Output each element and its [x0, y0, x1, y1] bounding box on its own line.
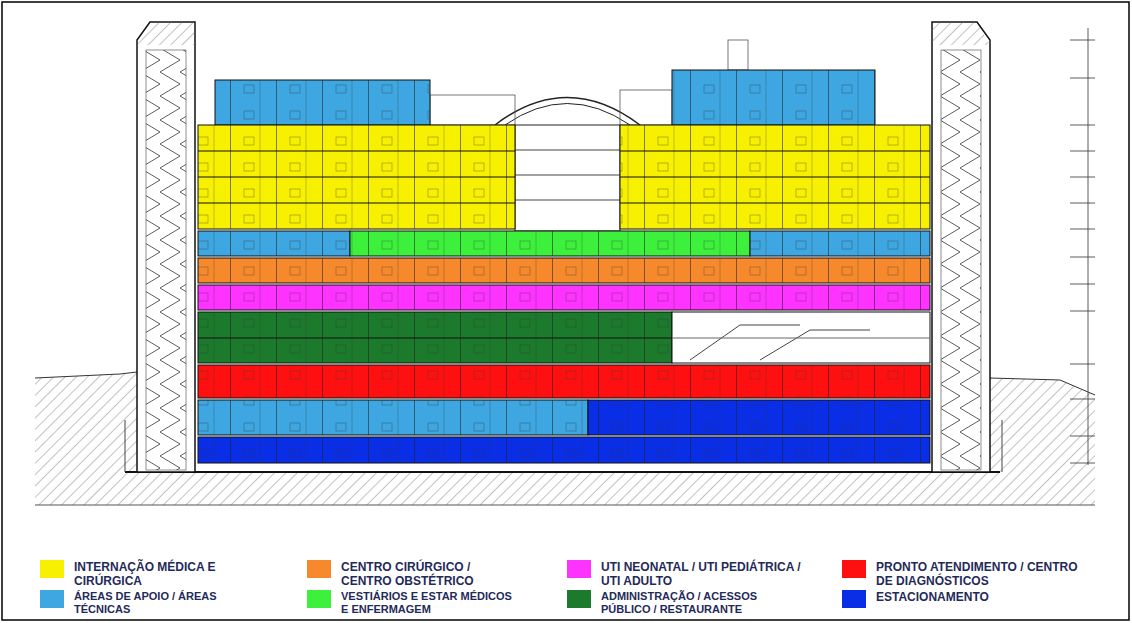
legend-label: ESTACIONAMENTO — [876, 590, 1087, 604]
legend-swatch — [40, 590, 64, 608]
legend-entry: VESTIÁRIOS E ESTAR MÉDICOS E ENFERMAGEM — [307, 590, 522, 616]
legend-label: UTI NEONATAL / UTI PEDIÁTRICA / UTI ADUL… — [601, 560, 807, 588]
legend-entry: INTERNAÇÃO MÉDICA E CIRÚRGICA — [40, 560, 250, 588]
legend-swatch — [307, 590, 331, 608]
legend-entry: CENTRO CIRÚRGICO / CENTRO OBSTÉTRICO — [307, 560, 522, 588]
legend-entry: UTI NEONATAL / UTI PEDIÁTRICA / UTI ADUL… — [567, 560, 807, 588]
legend-label: INTERNAÇÃO MÉDICA E CIRÚRGICA — [74, 560, 250, 588]
legend-swatch — [307, 560, 331, 578]
legend-label: ADMINISTRAÇÃO / ACESSOS PÚBLICO / RESTAU… — [601, 590, 807, 616]
floor-bands — [198, 70, 930, 463]
room-grid — [198, 70, 930, 463]
legend-swatch — [567, 560, 591, 578]
legend-swatch — [567, 590, 591, 608]
legend-entry: ADMINISTRAÇÃO / ACESSOS PÚBLICO / RESTAU… — [567, 590, 807, 616]
legend-label: CENTRO CIRÚRGICO / CENTRO OBSTÉTRICO — [341, 560, 522, 588]
stair-tower — [125, 22, 1002, 472]
legend-entry: ÁREAS DE APOIO / ÁREAS TÉCNICAS — [40, 590, 250, 616]
legend-entry: PRONTO ATENDIMENTO / CENTRO DE DIAGNÓSTI… — [842, 560, 1087, 588]
legend-label: VESTIÁRIOS E ESTAR MÉDICOS E ENFERMAGEM — [341, 590, 522, 616]
legend-swatch — [842, 590, 866, 608]
floor-lines — [198, 151, 930, 360]
legend-swatch — [40, 560, 64, 578]
legend-label: ÁREAS DE APOIO / ÁREAS TÉCNICAS — [74, 590, 250, 616]
legend-swatch — [842, 560, 866, 578]
legend-entry: ESTACIONAMENTO — [842, 590, 1087, 608]
legend-label: PRONTO ATENDIMENTO / CENTRO DE DIAGNÓSTI… — [876, 560, 1087, 588]
level-scale — [1070, 28, 1095, 465]
